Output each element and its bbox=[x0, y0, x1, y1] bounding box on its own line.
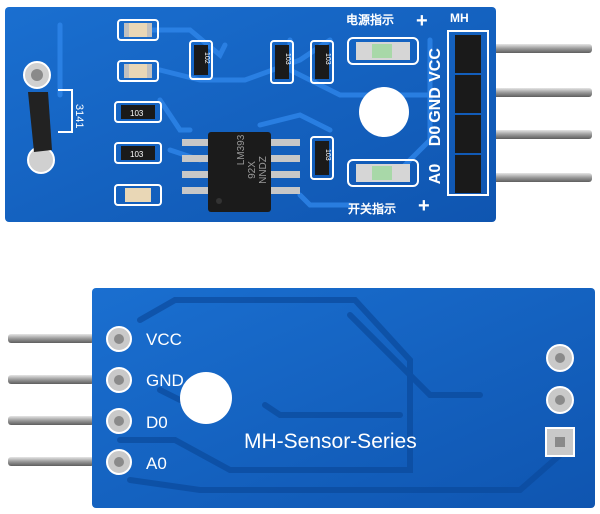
svg-text:103: 103 bbox=[324, 53, 331, 65]
svg-text:103: 103 bbox=[324, 149, 331, 161]
label-vcc-bottom: VCC bbox=[146, 330, 182, 349]
top-header-pins bbox=[470, 44, 592, 182]
bottom-board: VCC GND D0 A0 MH-Sensor-Series bbox=[8, 288, 595, 508]
label-gnd-top: GND bbox=[427, 87, 444, 123]
ic-marking-1: LM393 bbox=[236, 134, 247, 165]
svg-text:103: 103 bbox=[284, 53, 291, 65]
label-a0-top: A0 bbox=[427, 164, 444, 185]
header-housing bbox=[455, 35, 481, 193]
pin-a0-bottom bbox=[8, 457, 94, 466]
pin-d0-bottom bbox=[8, 416, 94, 425]
resistor-r3: 102 bbox=[189, 40, 213, 80]
label-vcc-top: VCC bbox=[427, 48, 444, 82]
pin-gnd-bottom bbox=[8, 375, 94, 384]
power-led-label: 电源指示 bbox=[346, 12, 394, 27]
power-led bbox=[347, 37, 419, 65]
label-d0-top: D0 bbox=[427, 126, 444, 147]
bottom-right-pads bbox=[545, 344, 575, 457]
series-label: MH-Sensor-Series bbox=[244, 430, 417, 453]
capacitor-c2 bbox=[117, 60, 159, 82]
mount-pad-left-hole bbox=[31, 69, 43, 81]
resistor-r1: 103 bbox=[114, 101, 162, 123]
thermistor-label: 3141 bbox=[73, 104, 85, 128]
resistor-r2: 103 bbox=[114, 142, 162, 164]
switch-plus-sign: + bbox=[418, 195, 430, 217]
resistor-r4: 103 bbox=[270, 40, 294, 84]
bottom-traces bbox=[117, 297, 563, 493]
top-board: 3141 103 103 bbox=[5, 7, 592, 222]
resistor-r5: 103 bbox=[310, 40, 334, 84]
label-d0-bottom: D0 bbox=[146, 413, 168, 432]
pin-vcc bbox=[470, 44, 592, 53]
power-plus-sign: + bbox=[416, 10, 428, 32]
pin-d0 bbox=[470, 130, 592, 139]
svg-text:103: 103 bbox=[130, 109, 144, 118]
thermistor-body bbox=[28, 92, 52, 152]
label-mh: MH bbox=[450, 11, 469, 25]
label-a0-bottom: A0 bbox=[146, 454, 167, 473]
bottom-pads bbox=[106, 326, 132, 475]
switch-led-label: 开关指示 bbox=[348, 201, 396, 216]
svg-text:102: 102 bbox=[203, 52, 210, 64]
header-outline bbox=[447, 30, 489, 196]
resistor-r6: 103 bbox=[310, 136, 334, 180]
svg-text:103: 103 bbox=[130, 150, 144, 159]
thermistor-outline bbox=[58, 89, 73, 133]
capacitor-c3 bbox=[114, 184, 162, 206]
ic-marking-3: NNDZ bbox=[258, 156, 269, 184]
pin-gnd bbox=[470, 88, 592, 97]
lm393-chip: LM393 92X NNDZ bbox=[182, 132, 300, 212]
label-gnd-bottom: GND bbox=[146, 371, 184, 390]
bottom-pcb bbox=[92, 288, 595, 508]
switch-led bbox=[347, 159, 419, 187]
pin-vcc-bottom bbox=[8, 334, 94, 343]
mount-hole-bottom bbox=[180, 372, 232, 424]
ic-marking-2: 92X bbox=[247, 161, 258, 179]
bottom-header-pins bbox=[8, 334, 94, 466]
mount-hole-top bbox=[359, 87, 409, 137]
pin-a0 bbox=[470, 173, 592, 182]
capacitor-c1 bbox=[117, 19, 159, 41]
